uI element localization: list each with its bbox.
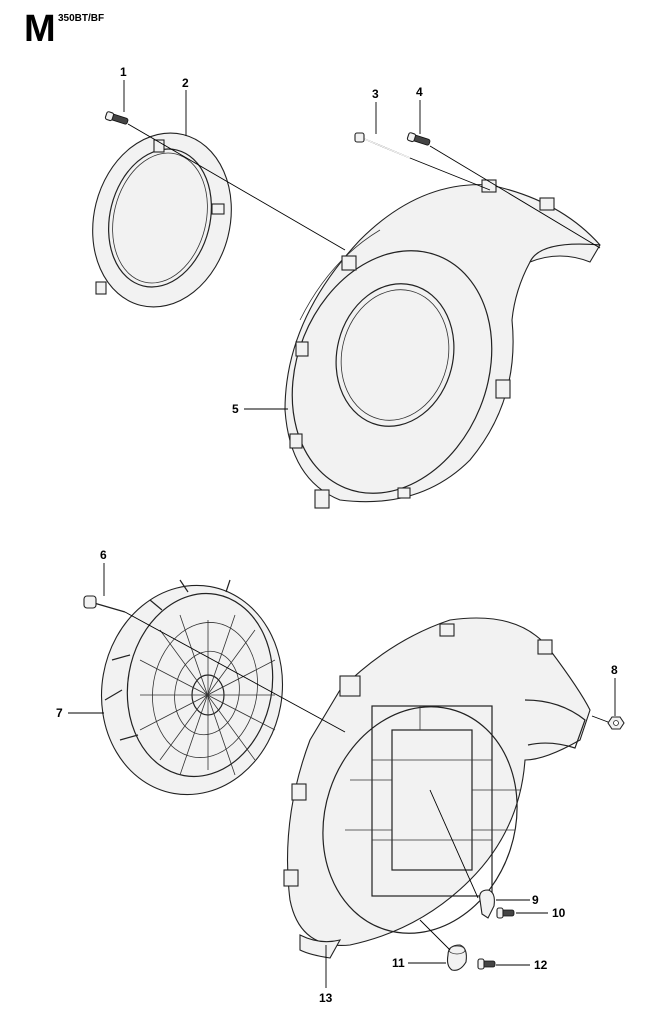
section-letter: M — [24, 8, 56, 50]
screw-icon — [104, 111, 129, 125]
callout-3: 3 — [372, 87, 379, 101]
callout-4: 4 — [416, 85, 423, 99]
callout-2: 2 — [182, 76, 189, 90]
screw-icon — [496, 907, 515, 919]
assembly-lines — [124, 123, 609, 951]
callout-6: 6 — [100, 548, 107, 562]
callout-10: 10 — [552, 906, 566, 920]
fan-housing-cover-icon — [284, 179, 601, 509]
callouts: 1 2 3 4 5 6 7 8 9 10 11 12 13 — [56, 65, 618, 1005]
callout-8: 8 — [611, 663, 618, 677]
hose-clamp-icon — [446, 944, 467, 971]
screw-icon — [477, 958, 496, 970]
callout-5: 5 — [232, 402, 239, 416]
nut-icon — [607, 716, 625, 730]
leader-lines — [68, 80, 616, 988]
callout-7: 7 — [56, 706, 63, 720]
screw-icon — [83, 595, 126, 613]
fan-wheel-icon — [100, 579, 284, 796]
hose-clamp-icon — [479, 889, 495, 919]
callout-12: 12 — [534, 958, 548, 972]
screw-icon — [406, 132, 431, 146]
callout-9: 9 — [532, 893, 539, 907]
callout-11: 11 — [392, 956, 405, 970]
callout-1: 1 — [120, 65, 127, 79]
fan-housing-icon — [283, 617, 591, 959]
adapter-ring-icon — [92, 132, 232, 308]
long-bolt-icon — [354, 132, 411, 159]
callout-13: 13 — [319, 991, 333, 1005]
model-label: 350BT/BF — [58, 13, 105, 24]
